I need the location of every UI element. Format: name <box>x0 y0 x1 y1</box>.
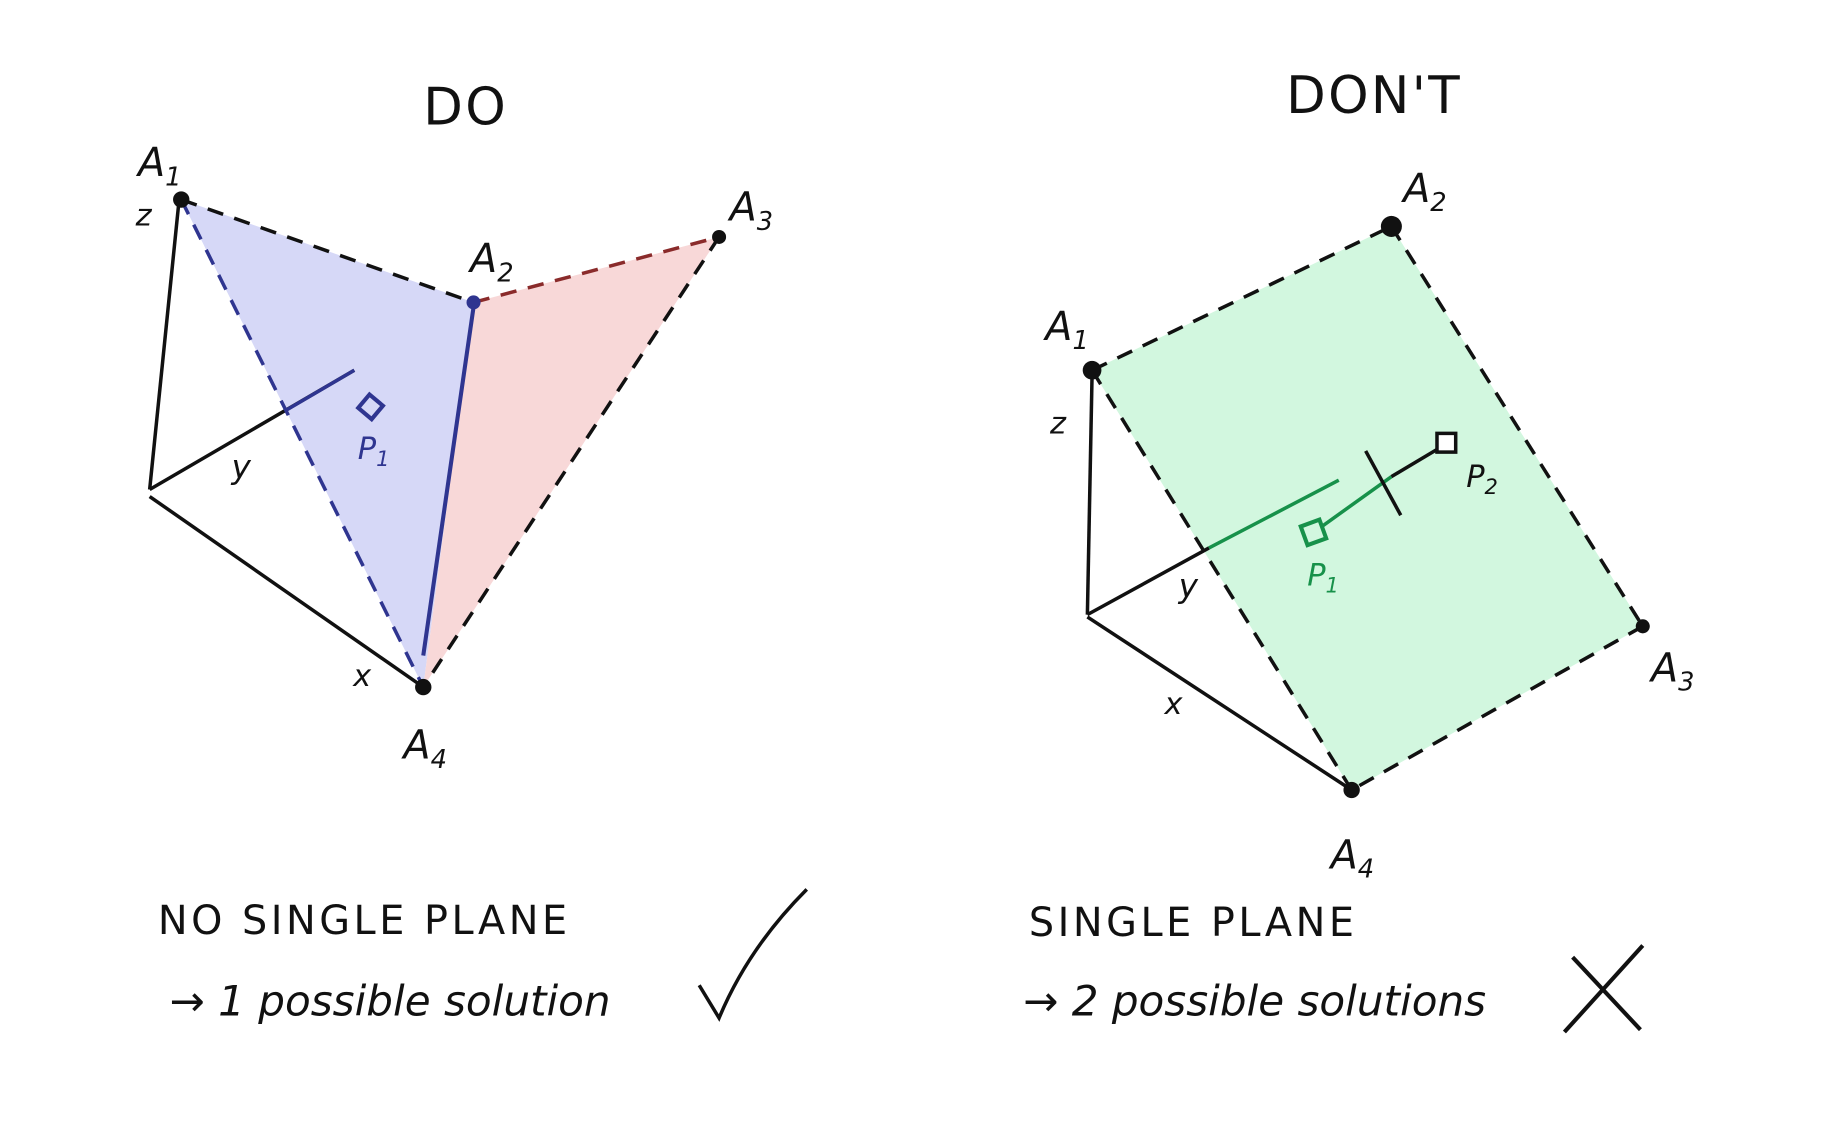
edge-a1-a2 <box>180 197 475 305</box>
do-panel: DO A1 A2 A3 A4 P1 z y x NO SINGLE PLANE … <box>135 78 809 1026</box>
label-p1: P1 <box>1307 558 1339 597</box>
dont-panel: DON'T A1 A2 A3 A4 P1 P2 z y x SINGLE PLA… <box>1023 66 1695 1034</box>
point-a1 <box>1082 360 1102 380</box>
check-mark-icon <box>697 888 809 1022</box>
y-axis-behind <box>1208 478 1340 550</box>
label-a1: A1 <box>1042 304 1089 356</box>
z-axis <box>1085 374 1094 615</box>
green-plane <box>1092 226 1643 790</box>
label-a2: A2 <box>467 236 514 288</box>
dont-result: → 2 possible solutions <box>1023 977 1486 1026</box>
label-a3: A3 <box>1648 645 1695 697</box>
label-z: z <box>1049 406 1067 441</box>
point-a4 <box>1343 781 1360 799</box>
label-y: y <box>231 448 252 486</box>
label-z: z <box>135 198 153 233</box>
normal-line-back <box>1390 445 1442 479</box>
label-x: x <box>1164 687 1184 722</box>
do-caption: NO SINGLE PLANE <box>158 898 571 944</box>
point-p2 <box>1435 431 1458 454</box>
point-a3 <box>1635 619 1650 634</box>
point-p1 <box>355 391 386 423</box>
normal-line-front <box>1320 475 1393 529</box>
label-a2: A2 <box>1400 166 1447 218</box>
label-p2: P2 <box>1466 460 1498 499</box>
label-a4: A4 <box>400 722 447 774</box>
edge-a2-a4 <box>421 306 476 656</box>
do-result: → 1 possible solution <box>170 977 611 1026</box>
label-a4: A4 <box>1328 832 1375 884</box>
z-axis <box>147 201 181 490</box>
y-axis-behind <box>285 368 356 412</box>
y-axis <box>1086 546 1210 617</box>
point-p1 <box>1298 517 1329 548</box>
point-a3 <box>712 229 727 244</box>
edge-a1-a4 <box>179 198 425 688</box>
blue-plane <box>181 199 474 688</box>
plane-crossing-mark <box>1364 450 1403 517</box>
label-x: x <box>352 659 372 694</box>
point-a2 <box>1380 215 1402 237</box>
label-a1: A1 <box>135 140 182 192</box>
edge-a2-a3 <box>1389 225 1645 628</box>
x-axis <box>1086 615 1353 792</box>
point-a1 <box>173 191 190 208</box>
do-title: DO <box>423 78 508 138</box>
point-a2 <box>466 295 481 310</box>
label-p1: P1 <box>358 432 390 471</box>
cross-mark-icon <box>1562 944 1645 1034</box>
label-a3: A3 <box>727 185 774 237</box>
dont-caption: SINGLE PLANE <box>1029 900 1358 946</box>
x-axis <box>148 495 425 689</box>
dont-title: DON'T <box>1286 66 1462 126</box>
point-a4 <box>415 678 432 696</box>
label-y: y <box>1178 567 1199 605</box>
edge-a3-a4 <box>421 235 721 689</box>
edge-a2-a3 <box>473 235 720 305</box>
